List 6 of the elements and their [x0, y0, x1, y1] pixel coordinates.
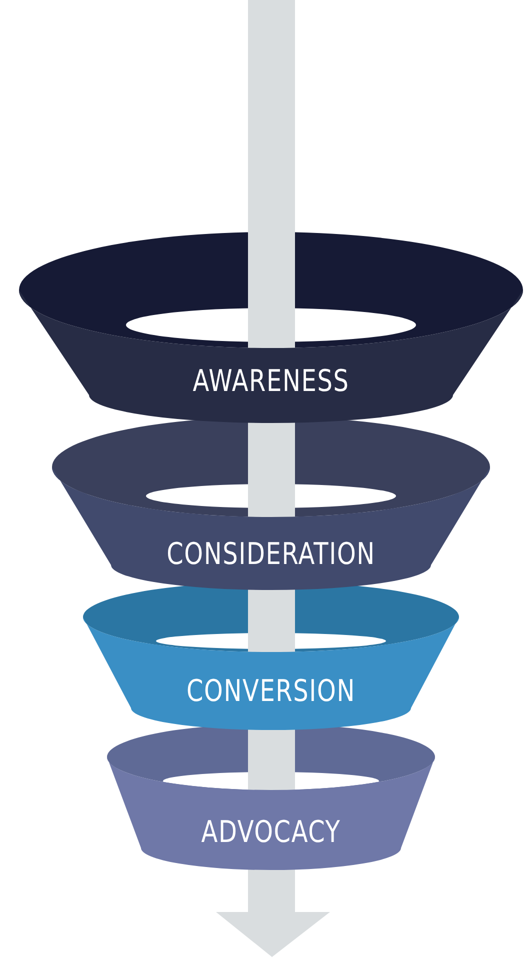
funnel-ring: [107, 724, 435, 870]
stage-label: CONSIDERATION: [166, 540, 376, 570]
stage-label: AWARENESS: [192, 367, 350, 397]
funnel-ring: [19, 232, 523, 423]
stage-label: ADVOCACY: [201, 818, 341, 848]
stage-label: CONVERSION: [186, 677, 356, 707]
